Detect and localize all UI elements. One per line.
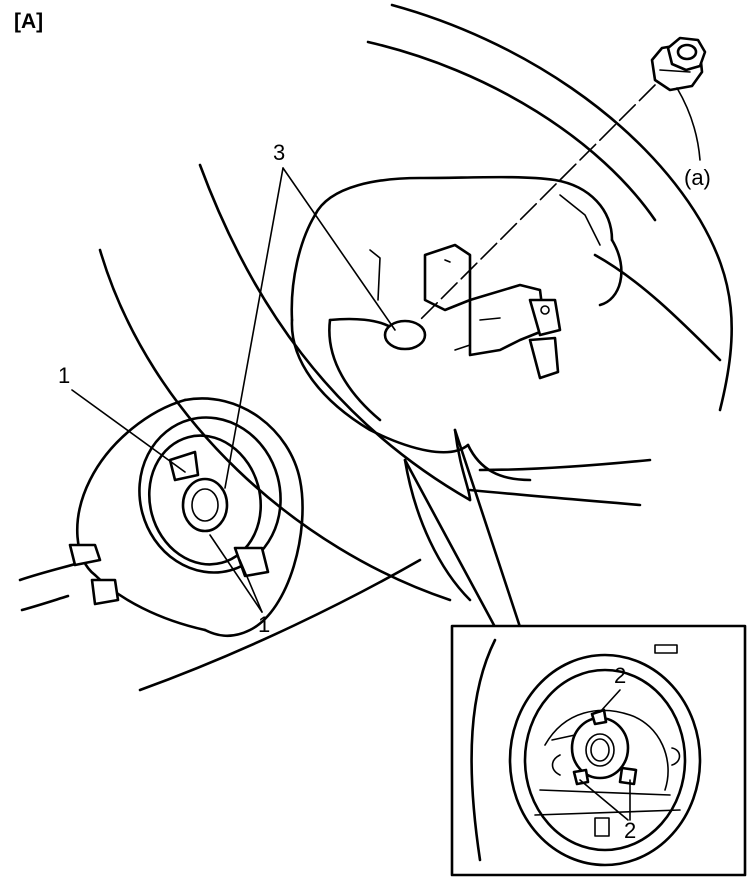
label-part-1-top: 1 bbox=[58, 363, 70, 388]
panel-label: [A] bbox=[14, 10, 43, 33]
steering-wheel-rim bbox=[98, 3, 733, 692]
detail-inset: 2 2 bbox=[450, 624, 747, 877]
label-part-3: 3 bbox=[273, 140, 285, 165]
label-part-2-bottom: 2 bbox=[624, 818, 636, 843]
leader-part-3-a bbox=[282, 167, 396, 331]
leader-part-2-bottom-a bbox=[579, 779, 629, 821]
callout-wedge bbox=[403, 428, 522, 629]
label-part-2-top: 2 bbox=[614, 663, 626, 688]
hub-bracket bbox=[383, 243, 562, 380]
steering-wheel-hub bbox=[290, 175, 652, 602]
airbag-module bbox=[18, 397, 304, 638]
leader-part-1-bottom-a bbox=[209, 534, 263, 613]
leader-part-3-b bbox=[224, 167, 284, 489]
leader-part-1-top bbox=[71, 389, 186, 473]
leader-part-2-top bbox=[599, 689, 621, 713]
label-part-1-bottom: 1 bbox=[258, 612, 270, 637]
leader-part-1-bottom-b bbox=[239, 559, 263, 613]
nut-icon bbox=[650, 36, 707, 92]
label-nut: (a) bbox=[684, 165, 711, 190]
assembly-line bbox=[419, 84, 656, 321]
leader-nut bbox=[676, 87, 701, 161]
